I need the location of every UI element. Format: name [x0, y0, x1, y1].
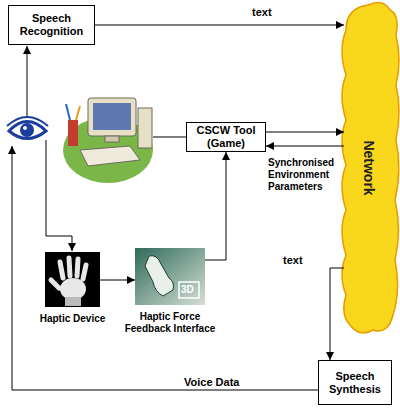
interface-backdrop — [135, 248, 205, 305]
box-label: Speech Recognition — [9, 12, 94, 38]
connector-line — [100, 280, 135, 281]
box-label: Speech Synthesis — [319, 370, 391, 396]
box-label: CSCW Tool (Game) — [187, 124, 265, 150]
keyboard — [80, 146, 140, 166]
interface-image: Haptic Force Feedback Interface — [135, 248, 205, 305]
hand-sketch — [145, 256, 174, 296]
edge-label: text — [252, 6, 292, 18]
monitor-frame — [88, 98, 136, 136]
network-cloud: Network — [338, 0, 400, 336]
pencil — [66, 104, 70, 120]
connector — [95, 25, 344, 26]
eye-iris — [20, 123, 34, 137]
eye-to-haptic-wire — [46, 140, 72, 251]
computer-to-tool-wire — [153, 137, 186, 138]
device-image: Haptic Device — [45, 252, 100, 307]
connector-line — [95, 25, 344, 26]
interface-picture — [135, 248, 205, 305]
connector-line — [266, 146, 344, 147]
image-text: 3D — [181, 284, 194, 296]
connector — [205, 152, 226, 260]
process-box: Speech Recognition — [8, 5, 95, 45]
process-box: Speech Synthesis — [318, 360, 392, 405]
image-caption: Haptic Device — [40, 313, 106, 325]
computer-tower — [138, 108, 152, 148]
cloud-outline — [342, 2, 399, 333]
pencil-cup — [68, 120, 78, 146]
connector — [266, 132, 344, 146]
glove-cuff — [65, 297, 81, 306]
edge-label: text — [283, 254, 323, 266]
edge-label: Synchronised Environment Parameters — [268, 157, 340, 193]
glove-picture — [45, 252, 100, 307]
cube-outline — [179, 282, 199, 298]
monitor-stand — [105, 136, 119, 142]
wire-label: Voice Data — [184, 376, 239, 388]
connector-line — [266, 132, 344, 133]
eye-outline — [9, 122, 46, 139]
eye-to-recognition-wire — [27, 46, 28, 116]
glove-backdrop — [45, 252, 100, 307]
connector — [100, 280, 135, 281]
image-caption: Haptic Force Feedback Interface — [124, 311, 216, 335]
eye-pupil-glint — [23, 126, 27, 130]
cloud-label: Network — [361, 140, 377, 195]
pencil — [76, 106, 80, 120]
monitor-screen — [93, 103, 131, 130]
glove-palm — [60, 278, 86, 300]
process-box: CSCW Tool (Game) — [186, 122, 266, 152]
connector-line — [205, 152, 226, 260]
